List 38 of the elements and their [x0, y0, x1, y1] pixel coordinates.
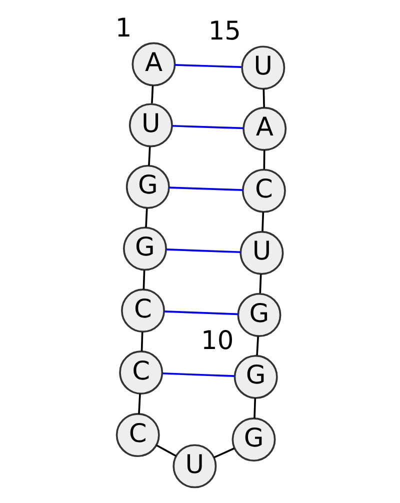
connector: [148, 146, 151, 166]
connector: [214, 448, 235, 458]
node-circle: U: [241, 46, 286, 90]
connector: [262, 88, 266, 108]
node-circle: C: [116, 413, 160, 458]
connector: [156, 444, 176, 457]
node-circle: C: [242, 168, 286, 213]
node-circle: G: [237, 292, 282, 337]
node-circle: A: [242, 106, 287, 151]
connector: [254, 398, 256, 418]
connector: [174, 64, 242, 68]
connector: [259, 274, 262, 294]
node-circle: G: [232, 418, 276, 462]
node-circle: G: [234, 354, 278, 399]
connector: [262, 212, 264, 232]
node-circle: G: [126, 164, 170, 209]
node-label: 1: [115, 13, 132, 44]
connector: [145, 208, 148, 228]
connector: [151, 86, 154, 104]
connector: [140, 332, 144, 352]
connector: [164, 310, 238, 316]
node-circle: C: [121, 288, 165, 333]
connector: [162, 372, 234, 378]
connector: [169, 186, 243, 191]
node-label: 15: [208, 16, 241, 47]
connector: [166, 248, 240, 254]
node-circle: U: [172, 444, 217, 488]
node-circle: A: [132, 42, 176, 86]
connector: [256, 336, 259, 356]
node-circle: U: [240, 230, 284, 275]
connector: [142, 270, 146, 290]
node-label: 10: [201, 326, 234, 356]
connector: [263, 150, 266, 170]
node-circle: G: [123, 226, 167, 271]
node-circle: C: [119, 350, 164, 395]
node-circle: U: [128, 103, 173, 148]
connector: [138, 394, 141, 414]
connector: [172, 124, 244, 130]
